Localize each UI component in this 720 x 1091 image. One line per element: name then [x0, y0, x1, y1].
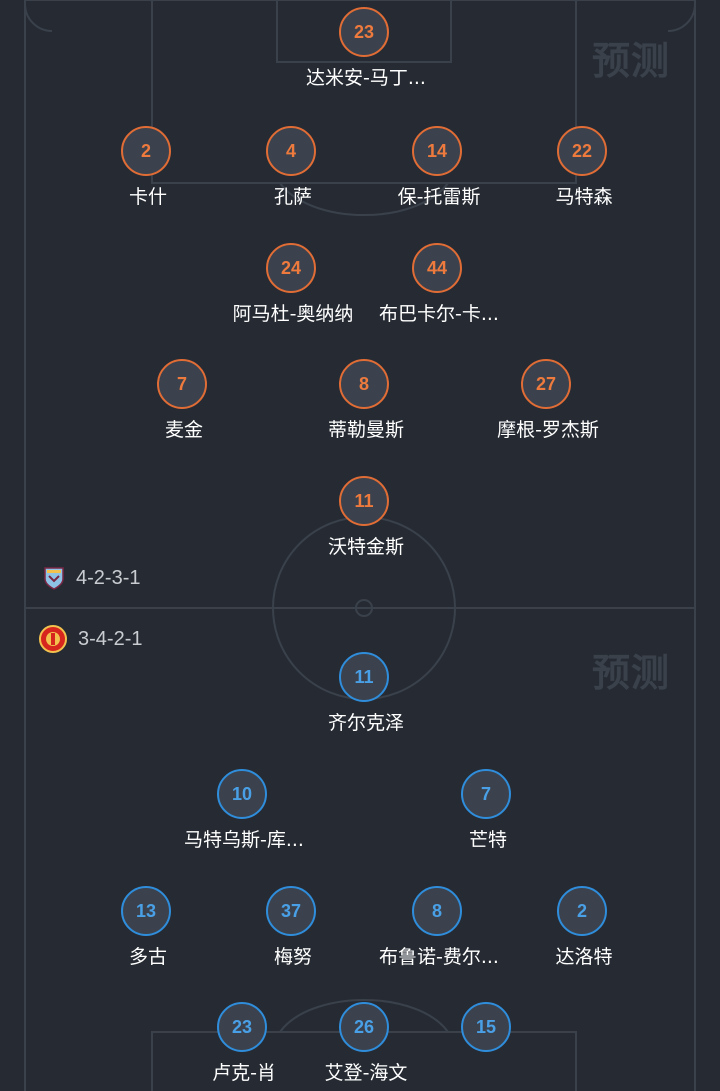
home-player-attacking-mid-right[interactable]: 7 麦金 — [94, 359, 274, 441]
home-player-defensive-mid-2[interactable]: 44 布巴卡尔-卡... — [349, 243, 529, 325]
prediction-watermark-bottom: 预测 — [592, 651, 671, 695]
player-name: 蒂勒曼斯 — [327, 419, 404, 441]
player-name: 布巴卡尔-卡... — [379, 303, 499, 325]
player-number: 26 — [339, 1002, 389, 1052]
player-name: 布鲁诺-费尔... — [379, 946, 499, 968]
away-player-striker[interactable]: 11 齐尔克泽 — [276, 652, 456, 734]
home-player-right-back[interactable]: 2 卡什 — [58, 126, 238, 208]
player-number: 11 — [339, 476, 389, 526]
player-number: 2 — [121, 126, 171, 176]
home-player-striker[interactable]: 11 沃特金斯 — [276, 476, 456, 558]
away-formation-label: 3-4-2-1 — [78, 627, 143, 650]
player-number: 4 — [266, 126, 316, 176]
away-player-midfielder-4[interactable]: 2 达洛特 — [494, 886, 674, 968]
away-player-midfielder-3[interactable]: 8 布鲁诺-费尔... — [349, 886, 529, 968]
home-player-centre-back-1[interactable]: 4 孔萨 — [203, 126, 383, 208]
player-number: 2 — [557, 886, 607, 936]
player-number: 7 — [157, 359, 207, 409]
player-name: 摩根-罗杰斯 — [497, 419, 599, 441]
player-name: 保-托雷斯 — [397, 186, 481, 208]
player-number: 14 — [412, 126, 462, 176]
away-player-defender-3[interactable]: 15 — [398, 1002, 578, 1082]
player-name: 芒特 — [468, 829, 507, 851]
player-name: 多古 — [128, 946, 167, 968]
away-formation: 3-4-2-1 — [38, 624, 142, 654]
player-name: 沃特金斯 — [327, 536, 404, 558]
player-number: 24 — [266, 243, 316, 293]
player-name: 马特森 — [555, 186, 613, 208]
manchester-united-crest-icon — [39, 625, 67, 653]
player-name: 阿马杜-奥纳纳 — [232, 303, 354, 325]
player-name: 孔萨 — [273, 186, 312, 208]
player-number: 37 — [266, 886, 316, 936]
away-player-defender-2[interactable]: 26 艾登-海文 — [276, 1002, 456, 1084]
aston-villa-crest-icon — [44, 567, 64, 590]
player-number: 15 — [461, 1002, 511, 1052]
player-number: 10 — [217, 769, 267, 819]
player-number: 27 — [521, 359, 571, 409]
home-player-centre-back-2[interactable]: 14 保-托雷斯 — [349, 126, 529, 208]
player-name: 达米安-马丁... — [306, 67, 426, 89]
away-player-defender-1[interactable]: 23 卢克-肖 — [154, 1002, 334, 1084]
prediction-watermark-top: 预测 — [592, 39, 671, 83]
away-player-midfielder-2[interactable]: 37 梅努 — [203, 886, 383, 968]
player-name: 达洛特 — [555, 946, 613, 968]
player-number: 22 — [557, 126, 607, 176]
home-player-attacking-mid-left[interactable]: 27 摩根-罗杰斯 — [458, 359, 638, 441]
player-name: 卢克-肖 — [212, 1062, 276, 1084]
away-player-midfielder-1[interactable]: 13 多古 — [58, 886, 238, 968]
player-name: 马特乌斯-库... — [184, 829, 304, 851]
away-player-attacking-mid-1[interactable]: 10 马特乌斯-库... — [154, 769, 334, 851]
home-player-left-back[interactable]: 22 马特森 — [494, 126, 674, 208]
player-number: 44 — [412, 243, 462, 293]
home-player-attacking-mid-centre[interactable]: 8 蒂勒曼斯 — [276, 359, 456, 441]
player-number: 23 — [217, 1002, 267, 1052]
player-number: 11 — [339, 652, 389, 702]
player-number: 8 — [412, 886, 462, 936]
player-name: 卡什 — [128, 186, 167, 208]
home-formation-label: 4-2-3-1 — [76, 566, 141, 589]
player-number: 23 — [339, 7, 389, 57]
home-formation: 4-2-3-1 — [42, 566, 140, 590]
player-name: 艾登-海文 — [324, 1062, 408, 1084]
home-player-goalkeeper[interactable]: 23 达米安-马丁... — [276, 7, 456, 89]
away-player-attacking-mid-2[interactable]: 7 芒特 — [398, 769, 578, 851]
player-number: 8 — [339, 359, 389, 409]
player-name: 麦金 — [164, 419, 203, 441]
home-player-defensive-mid-1[interactable]: 24 阿马杜-奥纳纳 — [203, 243, 383, 325]
player-name: 齐尔克泽 — [327, 712, 404, 734]
player-number: 13 — [121, 886, 171, 936]
player-number: 7 — [461, 769, 511, 819]
player-name: 梅努 — [273, 946, 312, 968]
